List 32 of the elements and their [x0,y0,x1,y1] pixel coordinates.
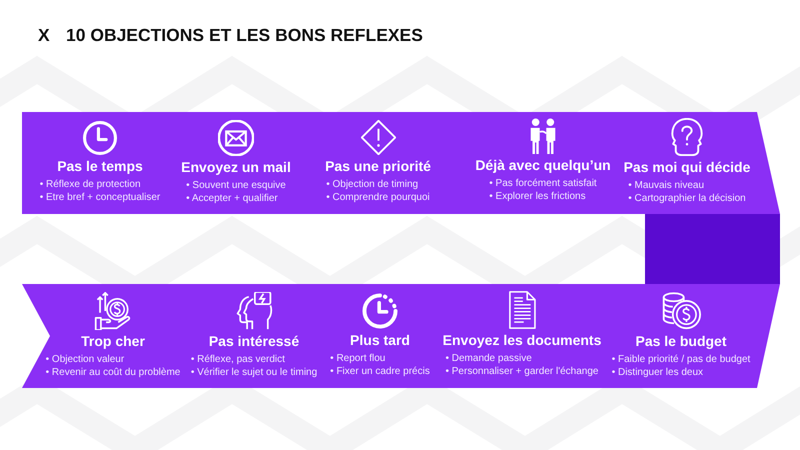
bullet-text: • Objection valeur [46,354,126,366]
bullet-text: • Vérifier le sujet ou le timing [190,366,318,379]
header-mark: X [38,25,50,46]
bullet-text: • Faible priorité / pas de budget [612,354,750,366]
bullet-text: • Pas forcément satisfait [489,178,597,190]
item-heading: Plus tard [350,332,410,349]
bullet-text: • Objection de timing [326,179,420,192]
item-heading: Pas le budget [635,333,727,350]
title: 10 OBJECTIONS ET LES BONS REFLEXES [66,25,423,46]
bullet-text: • Souvent une esquive [186,180,286,192]
bullet-text: • Fixer un cadre précis [330,366,430,378]
bullet-text: • Demande passive [445,353,533,366]
item-heading: Pas une priorité [325,158,431,175]
bullet-text: • Comprendre pourquoi [326,192,430,204]
item-heading: Pas intéressé [208,333,300,350]
bullet-text: • Report flou [330,353,386,366]
bullet-text: • Cartographier la décision [628,192,746,205]
bullet-text: • Personnaliser + garder l'échange [445,366,598,378]
bullet-text: • Mauvais niveau [628,180,706,192]
bullet-text: • Revenir au coût du problème [46,366,180,379]
item-heading: Trop cher [81,333,145,350]
bullet-text: • Distinguer les deux [612,366,704,379]
bullet-text: • Réflexe, pas verdict [190,354,286,366]
item-heading: Envoyez les documents [442,332,602,349]
bullet-text: • Réflexe de protection [40,179,142,192]
item-heading: Envoyez un mail [181,159,291,176]
bullet-text: • Accepter + qualifier [186,192,279,205]
bullet-text: • Etre bref + conceptualiser [40,192,160,204]
bullet-text: • Explorer les frictions [489,190,587,203]
item-heading: Pas le temps [57,158,143,175]
item-heading: Pas moi qui décide [624,159,750,176]
item-heading: Déjà avec quelqu’un [475,157,611,174]
